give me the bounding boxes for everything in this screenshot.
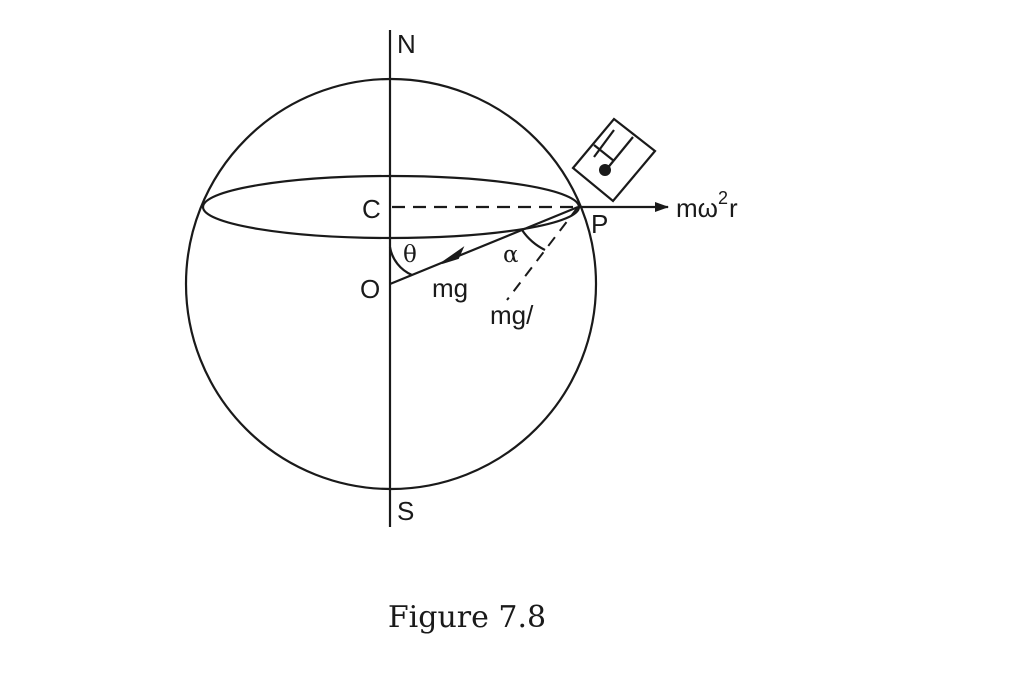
label-mg-prime: mg/ <box>490 300 534 330</box>
label-centrifugal-force: mω 2 r <box>676 188 738 223</box>
label-mg: mg <box>432 273 468 303</box>
label-c: C <box>362 194 381 224</box>
svg-text:mω: mω <box>676 193 718 223</box>
label-o: O <box>360 274 380 304</box>
label-south: S <box>397 496 414 526</box>
mg-arrowhead <box>441 246 465 264</box>
figure-caption: Figure 7.8 <box>387 600 547 635</box>
label-p: P <box>591 209 608 239</box>
alpha-arc <box>521 229 546 251</box>
plumb-line-box <box>571 117 657 203</box>
effective-gravity-line <box>506 206 579 301</box>
plumb-bob <box>599 164 611 176</box>
svg-text:2: 2 <box>718 188 728 208</box>
label-theta: θ <box>403 242 417 268</box>
label-alpha: α <box>503 242 519 268</box>
svg-text:r: r <box>729 193 738 223</box>
theta-arc <box>388 246 413 277</box>
label-north: N <box>397 29 416 59</box>
line-o-to-p <box>389 205 579 286</box>
